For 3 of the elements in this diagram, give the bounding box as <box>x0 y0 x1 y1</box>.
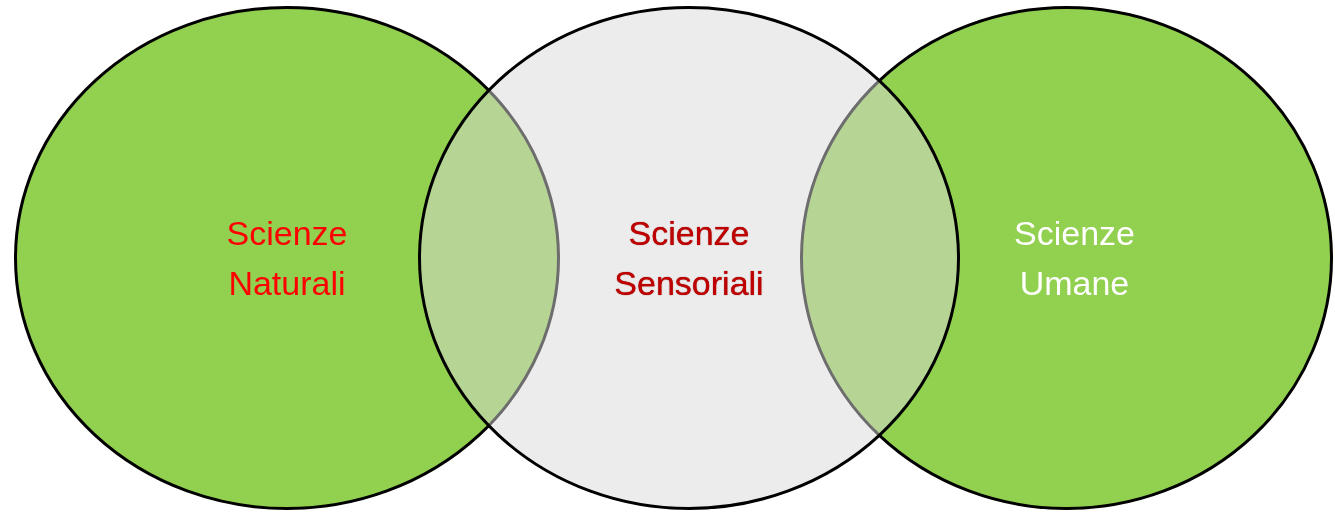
circle-label: Scienze Naturali <box>226 213 348 304</box>
circle-label: Scienze Sensoriali <box>614 213 764 304</box>
circle-label: Scienze Umane <box>1014 213 1135 304</box>
